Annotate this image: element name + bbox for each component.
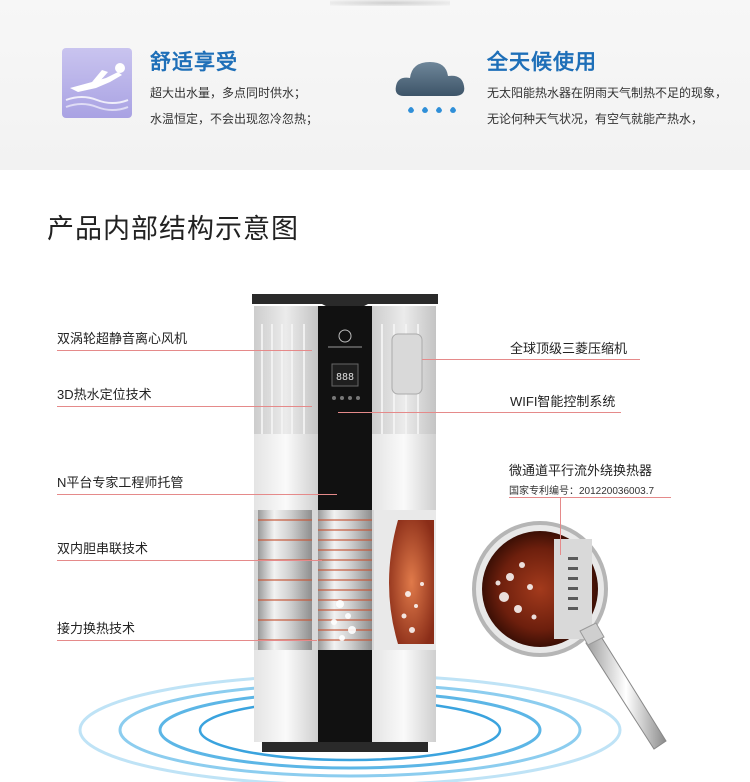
leader-line (57, 406, 312, 407)
rain-cloud-icon (392, 44, 472, 124)
leader-line (57, 350, 312, 351)
label-expert-hosting: N平台专家工程师托管 (57, 475, 184, 490)
swimmer-icon (62, 48, 132, 118)
feature-line: 超大出水量，多点同时供水； (150, 86, 307, 100)
leader-line (422, 359, 640, 360)
feature-title: 全天候使用 (487, 51, 597, 74)
heat-pump-unit-diagram: 888 (248, 294, 442, 752)
label-wifi-control: WIFI智能控制系统 (510, 394, 616, 409)
leader-line (338, 412, 621, 413)
feature-all-weather: 全天候使用 无太阳能热水器在阴雨天气制热不足的现象， 无论何种天气状况，有空气就… (487, 46, 727, 126)
svg-text:888: 888 (336, 372, 354, 383)
label-relay-heat-exchange: 接力换热技术 (57, 621, 136, 636)
leader-line (57, 494, 337, 495)
leader-line (509, 497, 671, 498)
feature-line: 水温恒定，不会出现忽冷忽热； (150, 112, 319, 126)
label-centrifugal-fan: 双涡轮超静音离心风机 (57, 331, 188, 346)
label-dual-tank: 双内胆串联技术 (57, 541, 149, 556)
section-title: 产品内部结构示意图 (47, 214, 299, 244)
feature-comfort: 舒适享受 超大出水量，多点同时供水； 水温恒定，不会出现忽冷忽热； (150, 46, 318, 126)
leader-line (560, 497, 561, 555)
leader-line (57, 560, 322, 561)
leader-line (57, 640, 317, 641)
label-heat-exchanger: 微通道平行流外绕换热器 (509, 463, 653, 478)
magnifier-heat-exchanger-detail (470, 517, 680, 757)
label-3d-hot-water: 3D热水定位技术 (57, 387, 152, 402)
feature-line: 无太阳能热水器在阴雨天气制热不足的现象， (487, 86, 728, 100)
feature-title: 舒适享受 (150, 51, 238, 74)
feature-line: 无论何种天气状况，有空气就能产热水， (487, 112, 704, 126)
patent-number: 国家专利编号：201220036003.7 (509, 486, 655, 497)
top-divider (330, 0, 450, 6)
label-compressor: 全球顶级三菱压缩机 (510, 341, 628, 356)
